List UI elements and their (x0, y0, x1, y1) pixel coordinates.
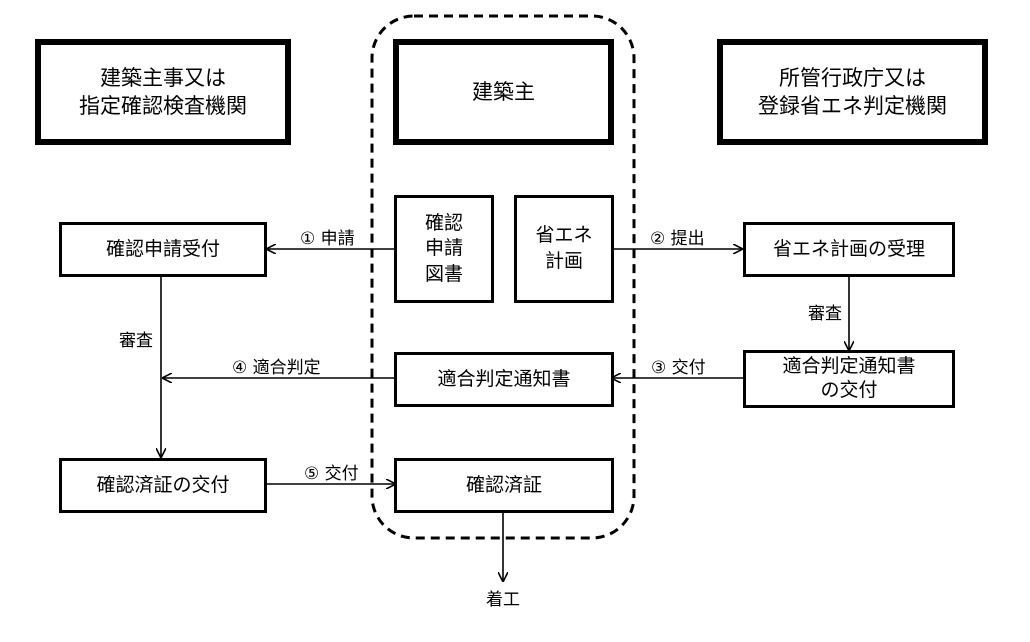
plan-acceptance-box: 省エネ計画の受理 (743, 222, 955, 277)
compliance-notice-box: 適合判定通知書 (394, 352, 614, 407)
label-left-review: 審査 (119, 331, 153, 351)
left-party-box: 建築主事又は 指定確認検査機関 (35, 39, 291, 145)
label-construction-start: 着工 (486, 590, 520, 610)
label-issue-notice: ③ 交付 (651, 358, 706, 378)
energy-plan-box: 省エネ 計画 (514, 195, 614, 303)
notice-issue-box: 適合判定通知書 の交付 (743, 350, 955, 408)
label-right-review: 審査 (808, 304, 842, 324)
issue-certificate-box: 確認済証の交付 (59, 458, 267, 513)
label-compliance: ④ 適合判定 (232, 358, 321, 378)
label-apply: ① 申請 (300, 229, 355, 249)
application-docs-box: 確認 申請 図書 (394, 195, 494, 303)
certificate-box: 確認済証 (394, 458, 614, 513)
label-submit: ② 提出 (650, 229, 705, 249)
center-party-box: 建築主 (393, 39, 614, 145)
label-issue-certificate: ⑤ 交付 (304, 464, 359, 484)
reception-box: 確認申請受付 (59, 222, 267, 277)
right-party-box: 所管行政庁又は 登録省エネ判定機関 (717, 39, 988, 145)
